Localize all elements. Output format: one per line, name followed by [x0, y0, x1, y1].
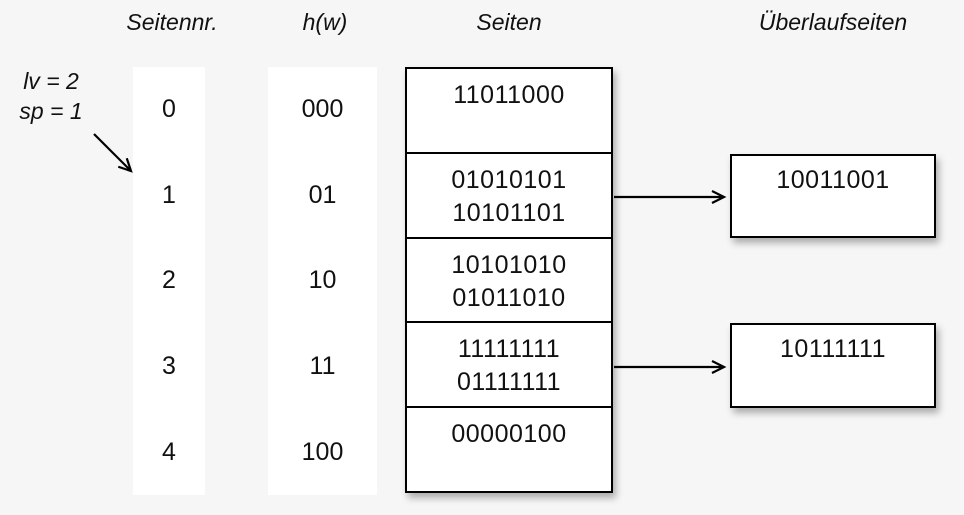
hash-cell: 100 — [301, 437, 344, 466]
page-number-cell: 1 — [162, 180, 176, 209]
page-number-cell: 0 — [162, 95, 176, 124]
page-bucket-row-2: 10101010 01011010 — [407, 239, 611, 324]
page-number-cell: 3 — [162, 352, 176, 381]
hash-cell: 10 — [308, 266, 337, 295]
bucket-entry: 11111111 — [457, 335, 561, 364]
split-pointer-label: sp = 1 — [19, 98, 83, 124]
bucket-entry: 00000100 — [451, 420, 567, 449]
overflow-entry: 10111111 — [780, 335, 886, 363]
header-pages: Seiten — [476, 9, 542, 35]
page-bucket-row-3: 11111111 01111111 — [407, 323, 611, 409]
bucket-entry: 11011000 — [453, 81, 565, 109]
overflow-page-box-1: 10011001 — [730, 154, 936, 238]
hash-cell: 01 — [308, 180, 337, 209]
hash-cell: 000 — [301, 95, 344, 124]
page-number-column: 0 1 2 3 4 — [133, 67, 205, 495]
page-bucket-row-1: 01010101 10101101 — [407, 154, 611, 239]
split-pointer-arrow — [93, 133, 133, 173]
overflow-entry: 10011001 — [776, 166, 890, 194]
bucket-entry: 10101101 — [452, 198, 566, 227]
header-overflow-pages: Überlaufseiten — [758, 9, 908, 35]
bucket-entry: 10101010 — [451, 250, 567, 279]
header-page-number: Seitennr. — [126, 9, 218, 35]
page-number-cell: 2 — [162, 266, 176, 295]
state-annotation: lv = 2 sp = 1 — [4, 66, 98, 126]
bucket-entry: 01111111 — [456, 368, 562, 397]
overflow-page-box-3: 10111111 — [730, 323, 936, 408]
bucket-entry: 01011010 — [452, 283, 566, 312]
page-bucket-row-4: 00000100 — [407, 408, 611, 491]
level-label: lv = 2 — [23, 68, 79, 94]
bucket-entry: 01010101 — [451, 165, 567, 194]
page-number-cell: 4 — [162, 437, 176, 466]
page-bucket-row-0: 11011000 — [407, 69, 611, 154]
header-hash-function: h(w) — [302, 9, 348, 35]
hash-cell: 11 — [309, 352, 336, 381]
hash-column: 000 01 10 11 100 — [268, 67, 377, 495]
pages-table: 11011000 01010101 10101101 10101010 0101… — [405, 67, 613, 493]
